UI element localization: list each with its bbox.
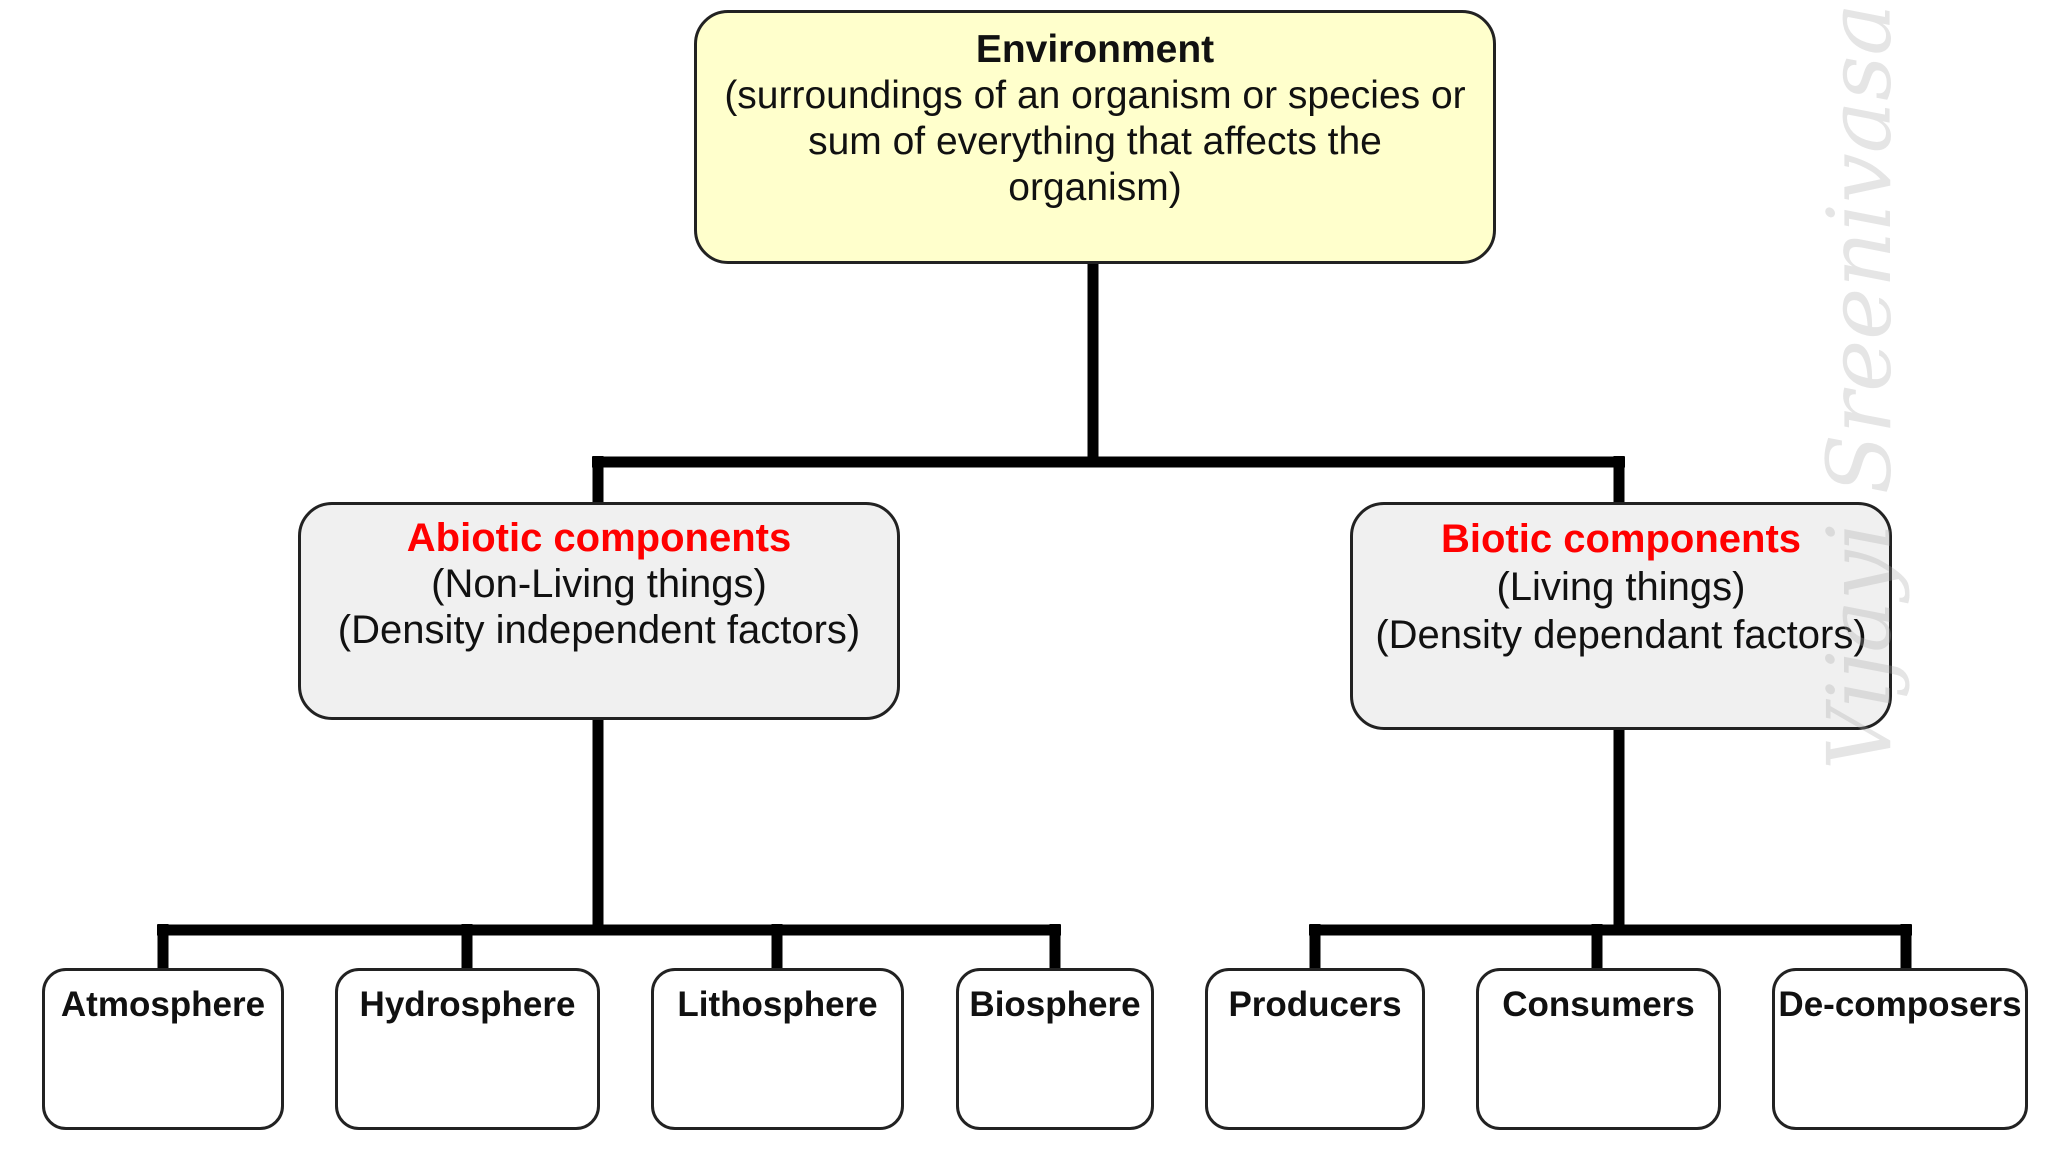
biotic-subtitle-line-2: (Density dependant factors)	[1375, 613, 1867, 657]
environment-node: Environment (surroundings of an organism…	[694, 10, 1496, 264]
abiotic-title: Abiotic components	[406, 516, 792, 560]
lithosphere-node: Lithosphere	[651, 968, 904, 1130]
decomposers-node: De-composers	[1772, 968, 2028, 1130]
biotic-subtitle-line-1: (Living things)	[1496, 565, 1746, 609]
consumers-node: Consumers	[1476, 968, 1721, 1130]
environment-title: Environment	[975, 28, 1215, 71]
biotic-title: Biotic components	[1440, 517, 1802, 561]
hydrosphere-node: Hydrosphere	[335, 968, 600, 1130]
abiotic-subtitle-line-2: (Density independent factors)	[337, 608, 861, 652]
abiotic-subtitle-line-1: (Non-Living things)	[431, 562, 767, 606]
biosphere-node: Biosphere	[956, 968, 1154, 1130]
environment-definition-line-3: organism)	[1008, 166, 1182, 209]
biotic-components-node: Biotic components (Living things) (Densi…	[1350, 502, 1892, 730]
environment-definition-line-1: (surroundings of an organism or species …	[724, 74, 1466, 117]
environment-definition-line-2: sum of everything that affects the	[808, 120, 1382, 163]
producers-node: Producers	[1205, 968, 1425, 1130]
atmosphere-node: Atmosphere	[42, 968, 284, 1130]
abiotic-components-node: Abiotic components (Non-Living things) (…	[298, 502, 900, 720]
